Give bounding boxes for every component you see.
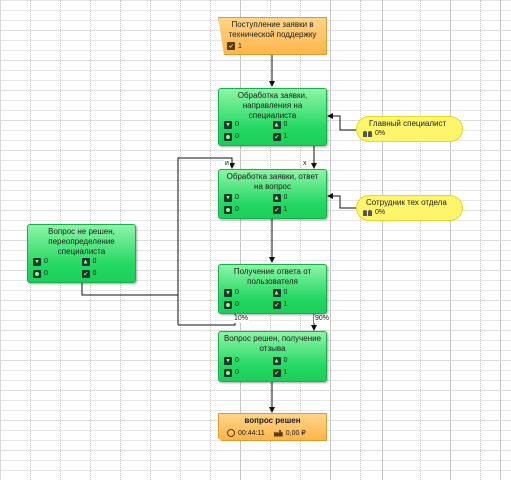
edge-loop-return [177,157,235,325]
outgoing-icon [272,288,281,297]
users-icon [363,209,372,216]
outgoing-icon [272,120,281,129]
task-processing[interactable]: Обработка заявки, направления на специал… [218,88,327,146]
role-chief-specialist[interactable]: Главный специалист 0% [356,116,463,142]
check-icon [227,42,235,50]
end-event-time: 00:44:11 [238,429,265,437]
users-count: 0 [235,206,239,213]
check-icon [272,300,281,309]
done-count: 1 [283,369,288,376]
users-count: 0 [235,301,239,308]
factory-icon [273,429,283,437]
task-title: Получение ответа от пользователя [233,267,312,286]
task-title: Вопрос решен, получение отзыва [223,334,322,353]
role-load: 0% [375,130,386,137]
user-icon [33,269,41,278]
users-count: 0 [235,133,239,140]
outgoing-icon [81,257,90,266]
incoming-icon [224,120,232,129]
label-pct-left: 10% [233,315,250,323]
user-icon [224,368,232,377]
outgoing-count: 0 [283,357,288,364]
label-and-right: х [302,160,308,168]
task-title: Обработка заявки, ответ на вопрос [226,172,319,191]
done-count: 1 [283,133,288,140]
role-tech-employee[interactable]: Сотрудник тех отдела 0% [356,195,463,221]
end-event-title: вопрос решен [244,416,301,425]
check-icon [272,132,281,141]
edge-reply-left [178,314,236,326]
incoming-count: 0 [235,357,239,364]
role-name: Сотрудник тех отдела [366,198,447,207]
outgoing-count: 0 [283,194,288,201]
done-count: 1 [283,206,288,213]
outgoing-count: 0 [283,289,288,296]
incoming-count: 0 [235,121,239,128]
role-name: Главный специалист [369,119,447,128]
label-pct-right: 90% [314,315,331,323]
users-icon [363,130,372,137]
task-solved[interactable]: Вопрос решен, получение отзыва 0 0 0 1 [218,331,327,382]
check-icon [81,269,90,278]
users-count: 0 [235,369,239,376]
start-event-count: 1 [238,42,242,50]
clock-icon [227,429,235,437]
edge-role2 [327,193,356,209]
users-count: 0 [44,270,48,277]
incoming-icon [33,257,41,266]
incoming-count: 0 [235,194,239,201]
start-event-title: Поступление заявки в технической поддерж… [228,20,317,39]
end-event[interactable]: вопрос решен 00:44:11 0,00 ₽ [218,413,327,441]
task-title: Обработка заявки, направления на специал… [237,91,308,120]
task-reassign[interactable]: Вопрос не решен, переопределение специал… [27,224,136,283]
user-icon [224,132,232,141]
outgoing-icon [272,356,281,365]
edge-role1 [327,113,356,131]
outgoing-count: 0 [283,121,288,128]
incoming-count: 0 [44,258,48,265]
outgoing-icon [272,193,281,202]
done-count: 1 [283,301,288,308]
label-and-left: и [224,160,230,168]
edge-reassign-back [81,283,178,296]
incoming-count: 0 [235,289,239,296]
check-icon [272,205,281,214]
end-event-cost: 0,00 ₽ [285,430,306,437]
incoming-icon [224,356,232,365]
user-icon [224,205,232,214]
task-answer[interactable]: Обработка заявки, ответ на вопрос 0 0 0 … [218,169,327,219]
user-icon [224,300,232,309]
role-load: 0% [375,209,386,216]
incoming-icon [224,193,232,202]
task-title: Вопрос не решен, переопределение специал… [48,227,115,256]
check-icon [272,368,281,377]
outgoing-count: 0 [92,258,97,265]
start-event[interactable]: Поступление заявки в технической поддерж… [218,17,327,55]
incoming-icon [224,288,232,297]
task-user-reply[interactable]: Получение ответа от пользователя 0 0 0 1 [218,264,327,314]
done-count: 0 [92,270,97,277]
